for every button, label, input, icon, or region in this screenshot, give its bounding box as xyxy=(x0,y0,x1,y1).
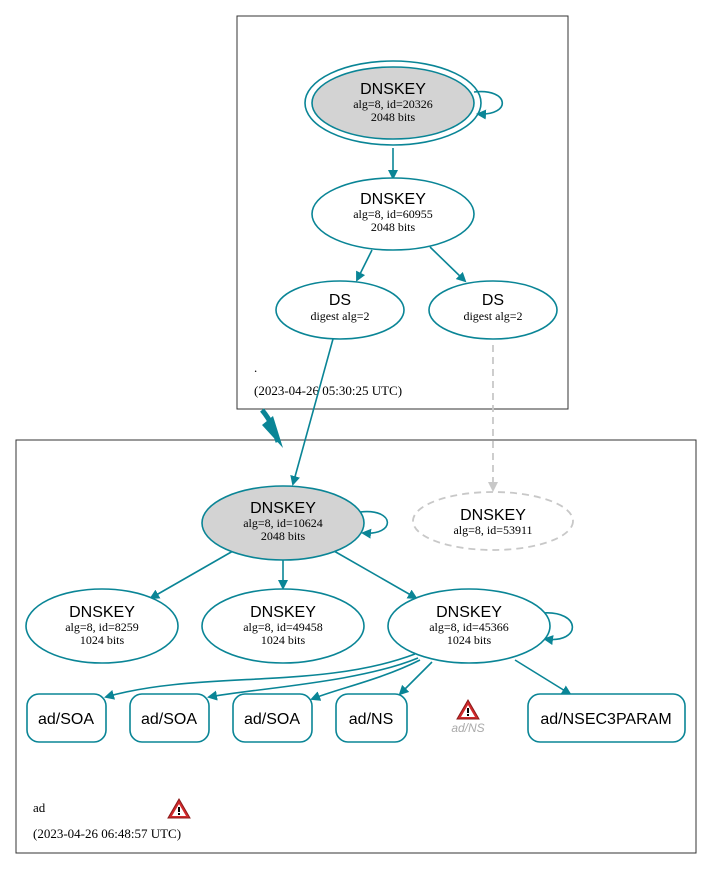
root-ksk-line1: alg=8, id=20326 xyxy=(353,97,433,111)
root-zone-box xyxy=(236,15,569,410)
edge-ksk-self xyxy=(473,90,504,120)
root-ds1-title: DS xyxy=(329,292,351,309)
ad-missing-key-line1: alg=8, id=53911 xyxy=(453,523,532,537)
ns-warning[interactable]: ad/NS xyxy=(451,699,485,735)
zone-warning-triangle-icon[interactable] xyxy=(167,798,191,819)
ad-zsk2-line1: alg=8, id=49458 xyxy=(243,620,323,634)
ad-zsk3-line2: 1024 bits xyxy=(447,633,492,647)
root-zone-name: . xyxy=(254,360,257,375)
ad-ksk-node[interactable]: DNSKEY alg=8, id=10624 2048 bits xyxy=(201,485,365,561)
ad-ksk-line2: 2048 bits xyxy=(261,529,306,543)
edge-zsk-ds1 xyxy=(356,249,373,282)
rrset-nsec3param[interactable]: ad/NSEC3PARAM xyxy=(527,693,686,743)
root-ksk-line2: 2048 bits xyxy=(371,110,416,124)
edge-zsk-ds2 xyxy=(429,246,467,283)
ad-zone-box xyxy=(15,439,697,854)
root-ds2-node[interactable]: DS digest alg=2 xyxy=(428,280,558,340)
root-ds1-node[interactable]: DS digest alg=2 xyxy=(275,280,405,340)
edge-zsk3-soa1 xyxy=(104,653,416,700)
ad-zsk1-line2: 1024 bits xyxy=(80,633,125,647)
rrset-soa-3-label: ad/SOA xyxy=(244,711,300,728)
ad-zsk2-title: DNSKEY xyxy=(250,604,316,621)
rrset-soa-1[interactable]: ad/SOA xyxy=(26,693,107,743)
edge-zsk3-nsec3param xyxy=(514,659,572,696)
root-ksk-title: DNSKEY xyxy=(360,81,426,98)
rrset-soa-2-label: ad/SOA xyxy=(141,711,197,728)
edge-ds1-ad-ksk xyxy=(290,338,334,486)
ad-zsk1-node[interactable]: DNSKEY alg=8, id=8259 1024 bits xyxy=(25,588,179,664)
rrset-soa-2[interactable]: ad/SOA xyxy=(129,693,210,743)
ad-zsk2-node[interactable]: DNSKEY alg=8, id=49458 1024 bits xyxy=(201,588,365,664)
edge-zsk3-soa2 xyxy=(207,657,419,701)
edge-ad-ksk-self xyxy=(359,510,389,539)
ad-zone-name: ad xyxy=(33,800,46,815)
ad-missing-key-title: DNSKEY xyxy=(460,507,526,524)
ad-ksk-line1: alg=8, id=10624 xyxy=(243,516,323,530)
delegation-arrowhead xyxy=(262,416,283,448)
ad-zsk2-line2: 1024 bits xyxy=(261,633,306,647)
rrset-ns-label: ad/NS xyxy=(349,711,393,728)
rrset-soa-1-label: ad/SOA xyxy=(38,711,94,728)
root-zsk-node[interactable]: DNSKEY alg=8, id=60955 2048 bits xyxy=(311,177,475,251)
rrset-soa-3[interactable]: ad/SOA xyxy=(232,693,313,743)
warning-triangle-icon xyxy=(456,699,480,720)
ad-ksk-title: DNSKEY xyxy=(250,500,316,517)
ad-zsk1-title: DNSKEY xyxy=(69,604,135,621)
ad-zsk3-line1: alg=8, id=45366 xyxy=(429,620,509,634)
rrset-nsec3param-label: ad/NSEC3PARAM xyxy=(540,711,671,728)
root-ds1-line1: digest alg=2 xyxy=(310,309,369,323)
edge-zsk3-soa3 xyxy=(310,659,421,701)
edge-ad-ksk-zsk1 xyxy=(149,550,234,599)
ad-missing-key-node[interactable]: DNSKEY alg=8, id=53911 xyxy=(412,491,574,551)
root-ds2-title: DS xyxy=(482,292,504,309)
root-zsk-line2: 2048 bits xyxy=(371,220,416,234)
ad-zone-timestamp: (2023-04-26 06:48:57 UTC) xyxy=(33,826,181,841)
root-zsk-title: DNSKEY xyxy=(360,191,426,208)
root-ksk-node[interactable]: DNSKEY alg=8, id=20326 2048 bits xyxy=(304,60,482,146)
root-zsk-line1: alg=8, id=60955 xyxy=(353,207,433,221)
edge-zsk3-self xyxy=(541,612,574,646)
ad-zsk3-title: DNSKEY xyxy=(436,604,502,621)
rrset-ns[interactable]: ad/NS xyxy=(335,693,408,743)
edge-ad-ksk-zsk3 xyxy=(333,550,418,599)
ns-warning-label: ad/NS xyxy=(451,721,484,735)
root-zone-timestamp: (2023-04-26 05:30:25 UTC) xyxy=(254,383,402,398)
ad-zsk3-node[interactable]: DNSKEY alg=8, id=45366 1024 bits xyxy=(387,588,551,664)
edge-zsk3-ns xyxy=(398,661,433,696)
ad-zsk1-line1: alg=8, id=8259 xyxy=(65,620,139,634)
root-ds2-line1: digest alg=2 xyxy=(463,309,522,323)
